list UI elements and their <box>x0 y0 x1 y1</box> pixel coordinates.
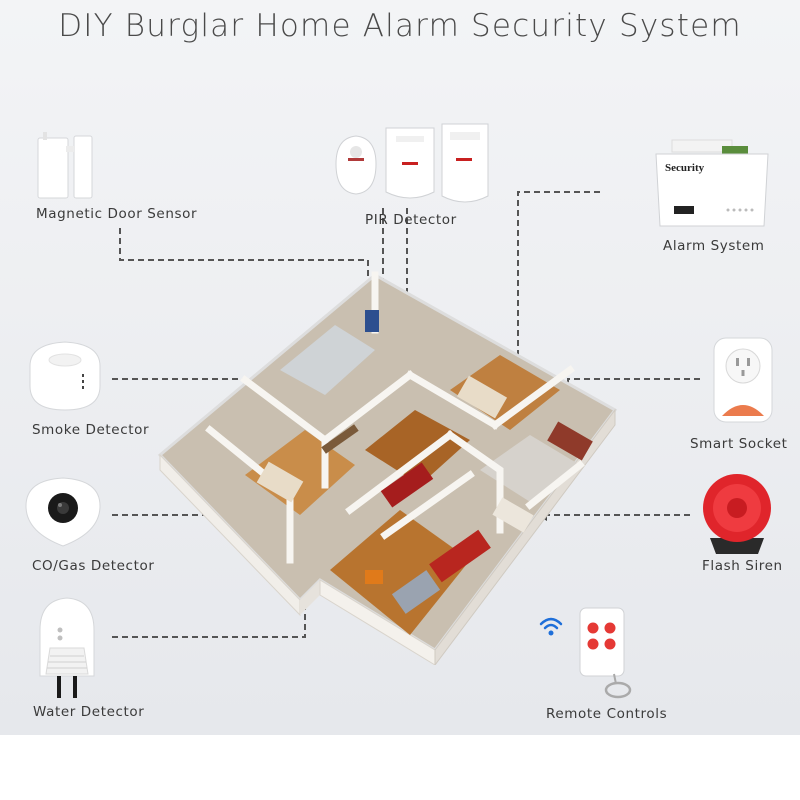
magnetic-door-sensor-image <box>36 132 94 202</box>
wifi-icon <box>538 614 564 638</box>
remote-controls-label: Remote Controls <box>546 706 668 722</box>
page-title: DIY Burglar Home Alarm Security System <box>58 8 742 44</box>
smart-socket-image <box>712 336 774 424</box>
house-floorplan <box>157 271 618 665</box>
alarm-system-image: Security <box>652 138 772 233</box>
pir-detector-image <box>334 122 490 208</box>
smoke-detector-image <box>26 340 104 412</box>
bottom-margin <box>0 735 800 800</box>
water-detector-image <box>36 596 98 702</box>
flash-siren-label: Flash Siren <box>702 558 783 574</box>
smoke-detector-label: Smoke Detector <box>32 422 150 438</box>
pir-detector-label: PIR Detector <box>365 212 457 228</box>
co-gas-detector-label: CO/Gas Detector <box>32 558 155 574</box>
smart-socket-label: Smart Socket <box>690 436 788 452</box>
magnetic-door-sensor-label: Magnetic Door Sensor <box>36 206 198 222</box>
flash-siren-image <box>700 472 774 556</box>
remote-control-image <box>574 604 640 704</box>
co-gas-detector-image <box>22 476 104 548</box>
alarm-system-label: Alarm System <box>663 238 765 254</box>
alarm-panel-brand: Security <box>665 162 705 174</box>
water-detector-label: Water Detector <box>33 704 145 720</box>
socket-connector <box>567 378 700 405</box>
alarm-system-connector <box>517 191 600 515</box>
